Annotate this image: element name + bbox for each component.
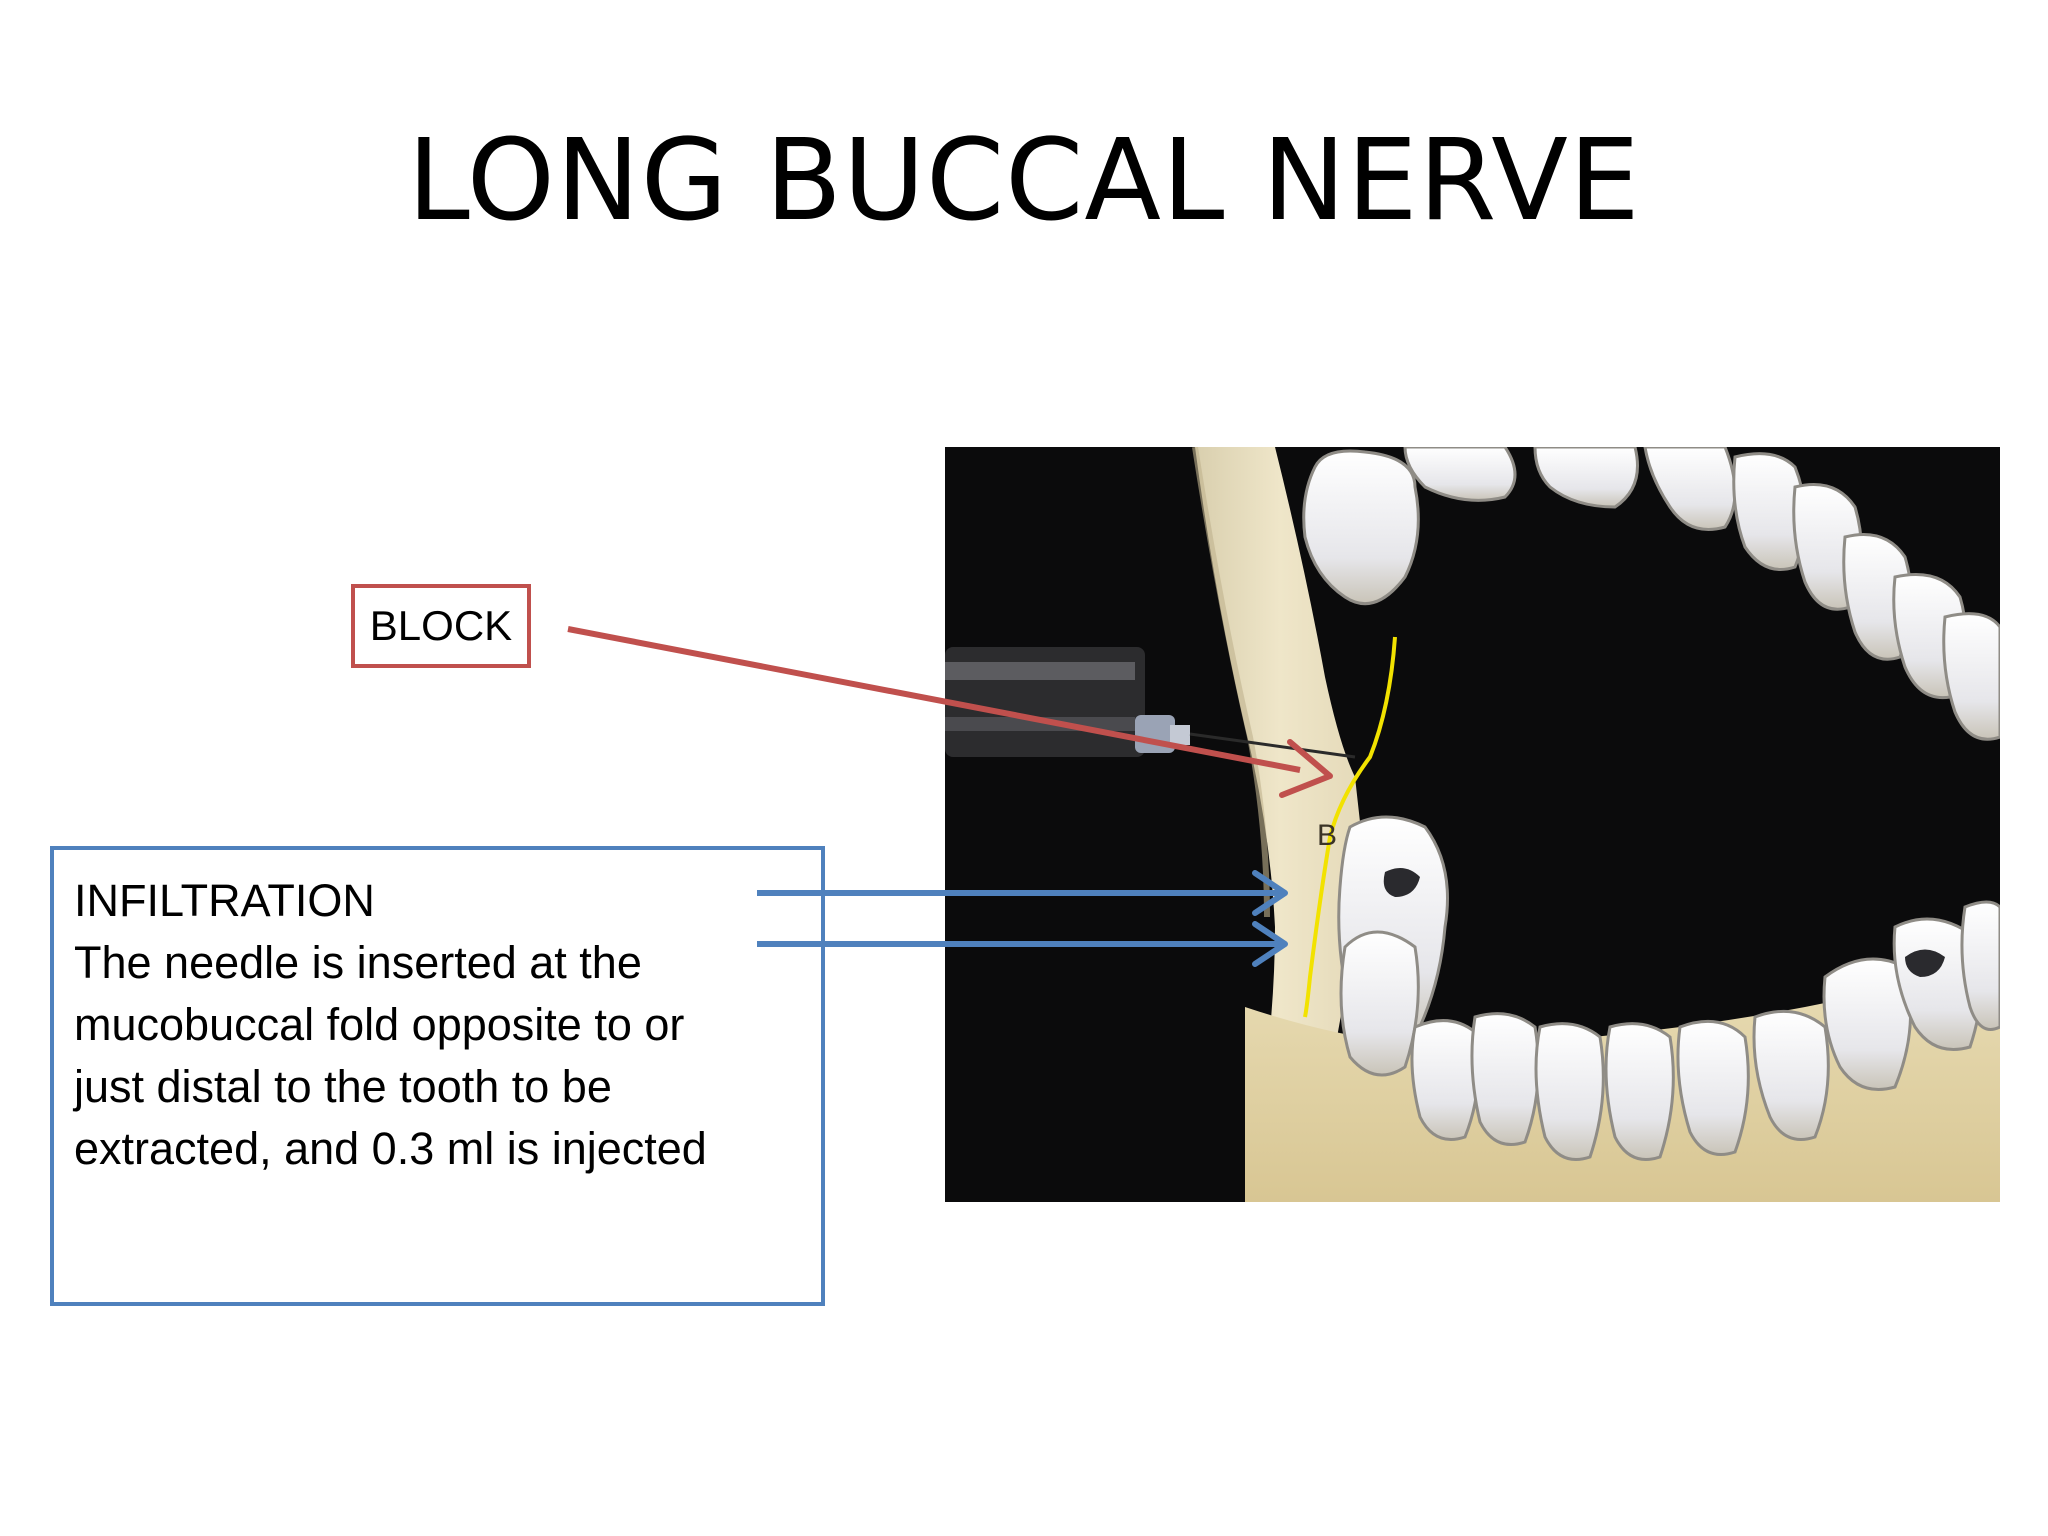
block-label-box: BLOCK	[351, 584, 531, 668]
infiltration-text-box: INFILTRATION The needle is inserted at t…	[50, 846, 825, 1306]
long-buccal-nerve-path	[1303, 636, 1397, 1018]
infiltration-heading: INFILTRATION	[74, 875, 375, 926]
upper-teeth	[1302, 447, 2000, 741]
infiltration-line: just distal to the tooth to be	[74, 1061, 612, 1112]
skull-photo: B	[945, 447, 2000, 1202]
block-label: BLOCK	[369, 602, 513, 649]
point-b-label: B	[1317, 819, 1337, 852]
infiltration-line: mucobuccal fold opposite to or	[74, 999, 685, 1050]
infiltration-line: The needle is inserted at the	[74, 937, 642, 988]
lower-teeth	[1337, 815, 2000, 1161]
infiltration-line: extracted, and 0.3 ml is injected	[74, 1123, 707, 1174]
slide-title: LONG BUCCAL NERVE	[407, 116, 1641, 246]
